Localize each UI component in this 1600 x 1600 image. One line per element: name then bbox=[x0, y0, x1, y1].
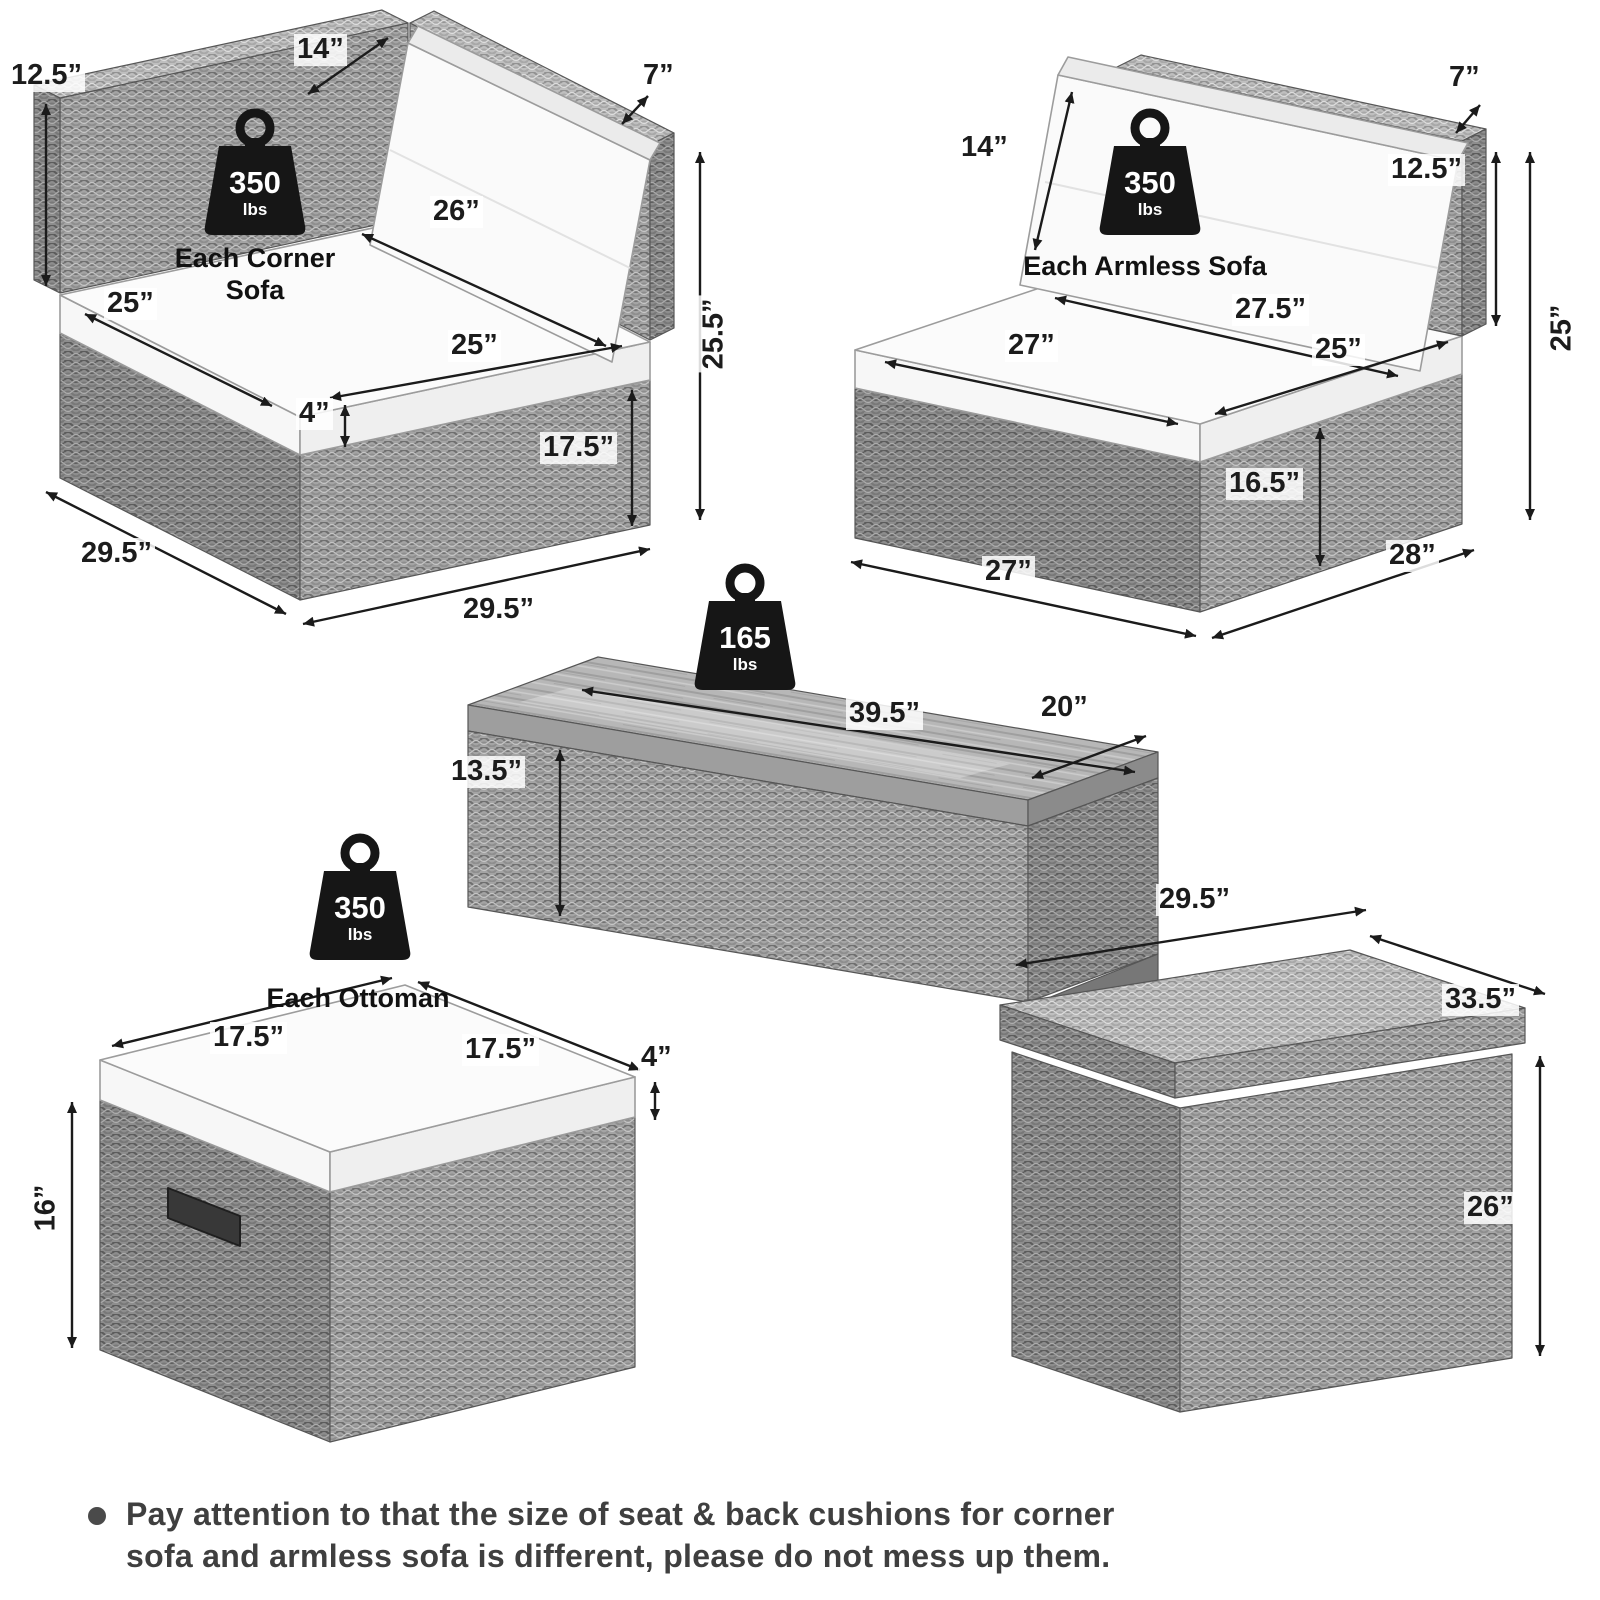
armless-sofa-figure bbox=[854, 54, 1487, 613]
ottoman-weight-value: 350 bbox=[334, 890, 386, 925]
ottoman-figure bbox=[99, 984, 636, 1443]
dimension-arrow bbox=[621, 95, 649, 125]
table-weight-value: 165 bbox=[719, 620, 771, 655]
corner-sofa-caption-line2: Sofa bbox=[225, 275, 285, 305]
dimension-arrow bbox=[307, 37, 389, 95]
note-line-2: sofa and armless sofa is different, plea… bbox=[126, 1538, 1111, 1574]
storage-depth-label: 33.5” bbox=[1442, 983, 1519, 1016]
badge-body bbox=[204, 146, 306, 235]
note-line-1: Pay attention to that the size of seat &… bbox=[126, 1496, 1115, 1532]
armless-seat-width-label: 27” bbox=[1005, 329, 1058, 362]
armless-base-height-label: 16.5” bbox=[1226, 467, 1303, 500]
dimension-arrow bbox=[329, 343, 623, 401]
badge-body bbox=[694, 601, 796, 690]
armless-weight-value: 350 bbox=[1124, 165, 1176, 200]
note-bullet-icon bbox=[88, 1507, 106, 1525]
ottoman-cushion-thickness-label: 4” bbox=[638, 1041, 675, 1074]
table-length-label: 39.5” bbox=[846, 697, 923, 730]
armless-total-height-label: 25” bbox=[1545, 301, 1579, 355]
ottoman-top-depth-label: 17.5” bbox=[210, 1021, 287, 1054]
dimension-arrow bbox=[84, 312, 273, 408]
storage-height-label: 26” bbox=[1464, 1191, 1517, 1224]
dimension-arrow bbox=[111, 975, 393, 1049]
badge-body bbox=[1099, 146, 1201, 235]
corner-back-cushion-depth-label: 14” bbox=[294, 33, 347, 66]
dimension-arrow bbox=[302, 546, 651, 627]
armless-back-cushion-top-edge bbox=[1057, 56, 1469, 162]
armless-back-cushion-thickness-label: 7” bbox=[1446, 61, 1483, 94]
corner-back-cushion-thickness-label: 7” bbox=[640, 59, 677, 92]
corner-sofa-figure bbox=[33, 9, 675, 601]
armless-back-cushion-width-label: 27.5” bbox=[1232, 293, 1309, 326]
armless-overall-width-label: 27” bbox=[982, 555, 1035, 588]
ottoman-weight-unit: lbs bbox=[347, 925, 373, 944]
armless-seat-depth-label: 25” bbox=[1312, 333, 1365, 366]
corner-total-height-label: 25.5” bbox=[698, 295, 731, 373]
dimension-arrow bbox=[1032, 91, 1075, 251]
corner-seat-cushion-thickness-label: 4” bbox=[296, 397, 333, 430]
dimension-arrow bbox=[417, 980, 641, 1072]
corner-overall-depth-label: 29.5” bbox=[78, 537, 155, 570]
coffee-table-weight-badge bbox=[694, 563, 796, 690]
table-weight-unit: lbs bbox=[732, 655, 758, 674]
dimension-arrow bbox=[45, 490, 287, 616]
storage-width-label: 29.5” bbox=[1156, 883, 1233, 916]
storage-box-figure bbox=[999, 949, 1526, 1413]
table-width-label: 20” bbox=[1038, 691, 1091, 724]
corner-weight-unit: lbs bbox=[242, 200, 268, 219]
armless-overall-depth-label: 28” bbox=[1386, 539, 1439, 572]
armless-back-cushion-depth-label: 14” bbox=[958, 131, 1011, 164]
corner-seat-width-label: 25” bbox=[448, 329, 501, 362]
armless-sofa-weight-badge bbox=[1099, 108, 1201, 235]
corner-overall-width-label: 29.5” bbox=[460, 593, 537, 626]
corner-sofa-caption-line1: Each Corner bbox=[174, 243, 336, 273]
dimension-arrow bbox=[1015, 906, 1367, 969]
table-height-label: 13.5” bbox=[448, 755, 525, 788]
armless-back-panel-end bbox=[1461, 128, 1487, 337]
corner-back-cushion-width-label: 26” bbox=[430, 195, 483, 228]
ottoman-caption: Each Ottoman bbox=[266, 983, 450, 1013]
dimension-arrow bbox=[1214, 340, 1449, 416]
dimension-arrow bbox=[1455, 104, 1481, 134]
corner-seat-depth-label: 25” bbox=[104, 287, 157, 320]
ottoman-handle-hole bbox=[167, 1187, 241, 1247]
corner-sofa-weight-badge bbox=[204, 108, 306, 235]
storage-body-left-face bbox=[1011, 1051, 1181, 1413]
ottoman-weight-badge bbox=[309, 833, 411, 960]
corner-wall-height-label: 12.5” bbox=[8, 59, 85, 92]
dimension-arrow bbox=[884, 359, 1179, 427]
corner-right-back-panel-end bbox=[649, 132, 675, 341]
dimension-arrow bbox=[361, 232, 607, 348]
corner-weight-value: 350 bbox=[229, 165, 281, 200]
dimension-arrow bbox=[850, 559, 1197, 639]
storage-body-right-face bbox=[1179, 1053, 1513, 1413]
armless-wall-height-label: 12.5” bbox=[1388, 153, 1465, 186]
armless-sofa-caption: Each Armless Sofa bbox=[1023, 251, 1267, 281]
armless-weight-unit: lbs bbox=[1137, 200, 1163, 219]
badge-body bbox=[309, 871, 411, 960]
ottoman-base-height-label: 16” bbox=[29, 1181, 63, 1235]
ottoman-top-width-label: 17.5” bbox=[462, 1033, 539, 1066]
corner-back-cushion-top-edge bbox=[407, 25, 661, 161]
dimension-arrow bbox=[1031, 734, 1147, 780]
storage-lid-right-edge bbox=[1174, 1007, 1526, 1099]
corner-base-height-label: 17.5” bbox=[540, 431, 617, 464]
